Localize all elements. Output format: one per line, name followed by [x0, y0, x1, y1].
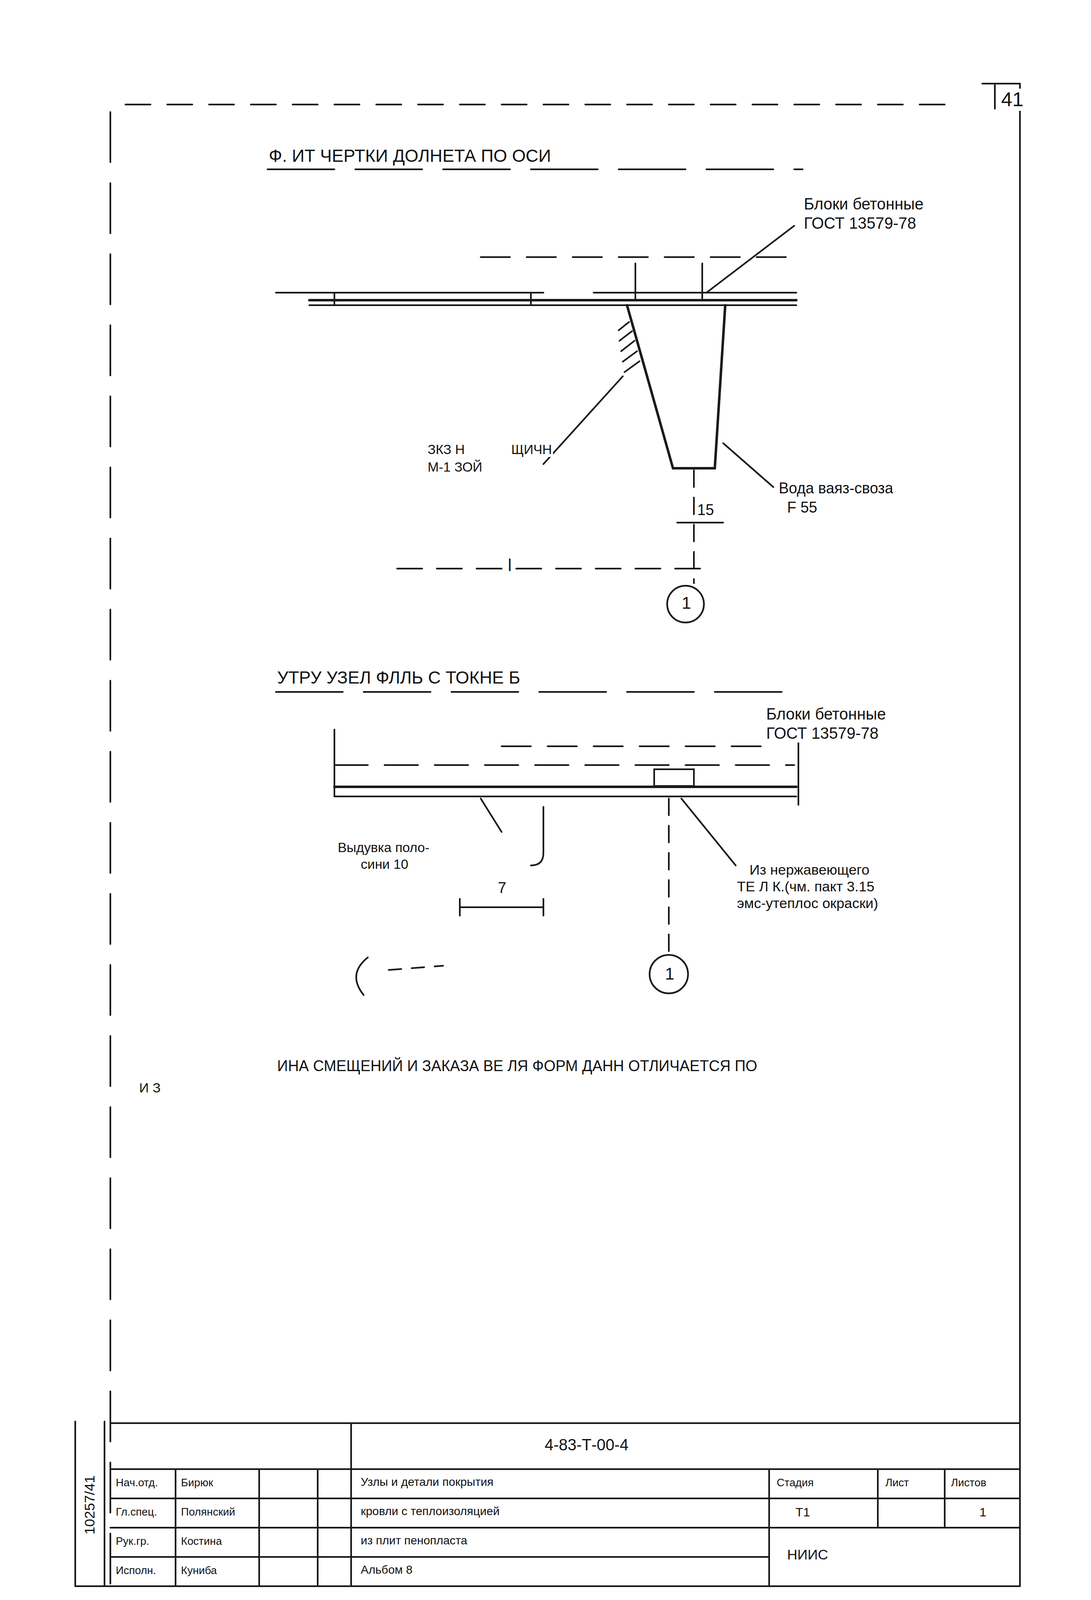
note-text: Из нержавеющего — [748, 861, 871, 878]
detail-2 — [275, 691, 799, 995]
title-block-cell: Полянский — [179, 1505, 237, 1518]
note-text: эмс-утеплос окраски) — [735, 895, 880, 911]
title-block-cell: Куниба — [179, 1564, 219, 1577]
part-name: Блоки бетонные — [764, 705, 888, 724]
callout-number: 1 — [663, 964, 676, 983]
general-note: ИНА СМЕЩЕНИЙ И ЗАКАЗА ВЕ ЛЯ ФОРМ ДАНН ОТ… — [275, 1057, 759, 1075]
title-block-cell: Исполн. — [114, 1564, 158, 1577]
note-text: ЗКЗ Н — [426, 442, 467, 457]
title-block-cell: Костина — [179, 1534, 224, 1548]
title-block-cell: Стадия — [775, 1476, 816, 1489]
general-note: И З — [137, 1080, 162, 1096]
note-text: ТЕ Л К.(чм. пакт 3.15 — [735, 878, 876, 895]
dimension: 7 — [496, 879, 508, 897]
title-block-cell: Рук.гр. — [114, 1534, 151, 1548]
title-block-cell: Листов — [949, 1476, 988, 1489]
organisation: НИИС — [785, 1546, 830, 1563]
callout-number: 1 — [680, 593, 693, 612]
title-block-cell: из плит пенопласта — [359, 1534, 469, 1548]
title-block-cell: Узлы и детали покрытия — [359, 1475, 495, 1489]
note-text: ЩИЧН — [509, 442, 554, 457]
standard-ref: ГОСТ 13579-78 — [802, 214, 918, 233]
title-block-grid — [75, 1421, 1020, 1586]
archive-stamp: 10257/41 — [81, 1473, 98, 1536]
note-text: сини 10 — [359, 856, 410, 872]
part-name: Вода ваяз-своза — [777, 479, 895, 497]
sheet-number: 41 — [999, 88, 1025, 111]
title-block-cell: кровли с теплоизоляцией — [359, 1504, 501, 1518]
note-text: Выдувка поло- — [336, 840, 431, 855]
section-title: УТРУ УЗЕЛ ФЛЛЬ С ТОКНЕ Б — [275, 667, 522, 688]
title-block-cell: Т1 — [794, 1504, 812, 1519]
title-block-cell: Лист — [884, 1476, 911, 1489]
title-block-cell: 1 — [978, 1504, 988, 1519]
document-code: 4-83-Т-00-4 — [543, 1436, 630, 1454]
title-block-cell: Нач.отд. — [114, 1476, 160, 1489]
title-block-cell: Гл.спец. — [114, 1505, 159, 1518]
standard-ref: ГОСТ 13579-78 — [764, 724, 880, 743]
title-block-cell: Альбом 8 — [359, 1563, 414, 1577]
part-mark: F 55 — [785, 499, 819, 516]
note-text: М-1 ЗОЙ — [426, 459, 484, 475]
part-name: Блоки бетонные — [802, 195, 925, 214]
sheet-frame — [110, 83, 1020, 1586]
title-block-cell: Бирюк — [179, 1476, 215, 1489]
dimension: l — [506, 555, 513, 575]
dimension: 15 — [695, 501, 716, 519]
detail-1 — [267, 169, 803, 623]
section-title: Ф. ИТ ЧЕРТКИ ДОЛНЕТА ПО ОСИ — [267, 146, 553, 166]
